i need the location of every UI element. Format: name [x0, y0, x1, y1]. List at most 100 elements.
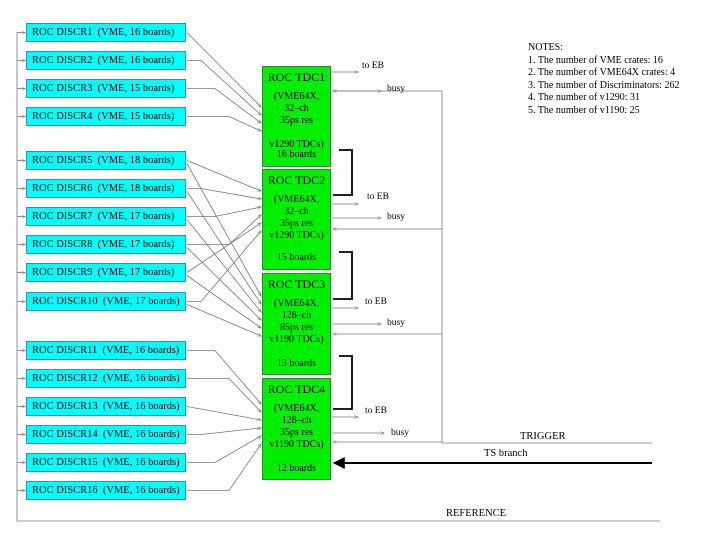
notes-panel: NOTES: 1. The number of VME crates: 16 2… — [528, 42, 679, 118]
tdc-title: ROC TDC3 — [267, 277, 326, 291]
discr-box-7: ROC DISCR7 (VME, 17 boards) — [26, 207, 186, 226]
discr-detail: (VME, 18 boards) — [97, 183, 175, 194]
discr-detail: (VME, 17 boards) — [97, 211, 175, 222]
discr-to-tdc-line — [186, 32, 262, 108]
discr-to-tdc-line — [187, 426, 263, 435]
discr-name: ROC DISCR12 — [32, 373, 98, 384]
tdc-boards: 13 boards — [276, 358, 317, 369]
reference-label: REFERENCE — [446, 508, 507, 519]
discr-box-1: ROC DISCR1 (VME, 16 boards) — [26, 23, 186, 42]
discr-name: ROC DISCR14 — [32, 429, 98, 440]
discr-detail: (VME, 15 boards) — [97, 83, 175, 94]
discr-name: ROC DISCR6 — [32, 183, 93, 194]
discr-detail: (VME, 16 boards) — [102, 373, 180, 384]
discr-detail: (VME, 16 boards) — [102, 345, 180, 356]
discr-to-tdc-line — [187, 435, 262, 463]
tdc-config: (VME64X, 128–ch 85ps res v1190 TDCs) — [269, 298, 324, 345]
discr-to-tdc-line — [186, 406, 263, 422]
discr-to-tdc-line — [187, 205, 263, 217]
discr-name: ROC DISCR5 — [32, 155, 93, 166]
tdc-boards: 15 boards — [276, 252, 317, 263]
discr-to-tdc-line — [186, 160, 262, 192]
discr-name: ROC DISCR8 — [32, 239, 93, 250]
discr-detail: (VME, 18 boards) — [97, 155, 175, 166]
discr-name: ROC DISCR2 — [32, 55, 93, 66]
to-eb-label-2: to EB — [367, 192, 389, 202]
tdc-title: ROC TDC2 — [267, 173, 326, 187]
discr-box-8: ROC DISCR8 (VME, 17 boards) — [26, 235, 186, 254]
discr-box-2: ROC DISCR2 (VME, 16 boards) — [26, 51, 186, 70]
discr-detail: (VME, 17 boards) — [102, 296, 180, 307]
tdc-config: (VME64X, 32–ch 35ps res v1290 TDCs) — [269, 194, 324, 241]
notes-item-5: 5. The number of v1190: 25 — [528, 104, 640, 116]
discr-box-9: ROC DISCR9 (VME, 17 boards) — [26, 263, 186, 282]
discr-box-4: ROC DISCR4 (VME, 15 boards) — [26, 107, 186, 126]
discr-box-15: ROC DISCR15 (VME, 16 boards) — [26, 453, 186, 472]
busy-label-2: busy — [387, 212, 405, 222]
discr-box-5: ROC DISCR5 (VME, 18 boards) — [26, 151, 186, 170]
notes-item-3: 3. The number of Discriminators: 262 — [528, 79, 680, 91]
tdc-title: ROC TDC4 — [267, 382, 326, 396]
discr-name: ROC DISCR15 — [32, 457, 98, 468]
ts-branch-label: TS branch — [484, 448, 528, 459]
discr-box-14: ROC DISCR14 (VME, 16 boards) — [26, 425, 186, 444]
tdc-box-4: ROC TDC4 (VME64X, 128–ch 35ps res v1190 … — [262, 378, 331, 480]
daisy-chain-line — [333, 355, 353, 410]
busy-label-3: busy — [387, 318, 405, 328]
discr-to-tdc-line — [187, 443, 262, 491]
discr-name: ROC DISCR16 — [32, 485, 98, 496]
discr-to-tdc-line — [187, 188, 263, 201]
busy-label-4: busy — [391, 428, 409, 438]
discr-to-tdc-line — [187, 378, 262, 413]
discr-detail: (VME, 16 boards) — [102, 401, 180, 412]
discr-box-16: ROC DISCR16 (VME, 16 boards) — [26, 481, 186, 500]
busy-label-1: busy — [387, 84, 405, 94]
discr-to-tdc3-line — [186, 304, 262, 337]
discr-detail: (VME, 16 boards) — [102, 457, 180, 468]
discr-box-11: ROC DISCR11 (VME, 16 boards) — [26, 341, 186, 360]
discr-name: ROC DISCR11 — [32, 345, 98, 356]
discr-box-10: ROC DISCR10 (VME, 17 boards) — [26, 292, 186, 311]
discr-detail: (VME, 16 boards) — [97, 55, 175, 66]
discr-to-tdc-line — [187, 230, 262, 302]
daisy-chain-line — [333, 251, 353, 300]
discr-to-tdc-line — [187, 88, 262, 124]
trigger-label: TRIGGER — [520, 431, 566, 442]
discr-to-tdc-line — [187, 350, 262, 405]
daisy-chain-line — [333, 149, 353, 196]
discr-name: ROC DISCR3 — [32, 83, 93, 94]
discr-to-tdc3-line — [186, 163, 262, 297]
to-eb-label-3: to EB — [365, 297, 387, 307]
discr-name: ROC DISCR4 — [32, 111, 93, 122]
discr-to-tdc3-line — [186, 191, 262, 305]
tdc-title: ROC TDC1 — [267, 70, 326, 84]
tdc-box-2: ROC TDC2 (VME64X, 32–ch 35ps res v1290 T… — [262, 169, 331, 270]
discr-name: ROC DISCR9 — [32, 267, 93, 278]
tdc-box-3: ROC TDC3 (VME64X, 128–ch 85ps res v1190 … — [262, 273, 331, 375]
discr-name: ROC DISCR10 — [32, 296, 98, 307]
discr-name: ROC DISCR1 — [32, 27, 93, 38]
discr-to-tdc-line — [187, 116, 262, 132]
tdc-box-1: ROC TDC1 (VME64X, 32–ch 35ps res v1290 T… — [262, 66, 331, 167]
discr-detail: (VME, 17 boards) — [97, 239, 175, 250]
discr-to-tdc3-line — [186, 247, 262, 321]
to-eb-label-1: to EB — [362, 61, 384, 71]
notes-item-1: 1. The number of VME crates: 16 — [528, 54, 663, 66]
tdc-config: (VME64X, 128–ch 35ps res v1190 TDCs) — [269, 403, 324, 450]
discr-box-13: ROC DISCR13 (VME, 16 boards) — [26, 397, 186, 416]
tdc-boards: 16 boards — [276, 149, 317, 160]
discr-box-3: ROC DISCR3 (VME, 15 boards) — [26, 79, 186, 98]
discr-detail: (VME, 15 boards) — [97, 111, 175, 122]
discr-detail: (VME, 16 boards) — [102, 429, 180, 440]
discr-name: ROC DISCR13 — [32, 401, 98, 412]
discr-to-tdc3-line — [186, 219, 262, 313]
discr-to-tdc3-line — [186, 275, 262, 329]
discr-box-6: ROC DISCR6 (VME, 18 boards) — [26, 179, 186, 198]
to-eb-label-4: to EB — [365, 406, 387, 416]
notes-item-2: 2. The number of VME64X crates: 4 — [528, 67, 676, 79]
discr-box-12: ROC DISCR12 (VME, 16 boards) — [26, 369, 186, 388]
discr-to-tdc-line — [187, 60, 262, 116]
discr-detail: (VME, 16 boards) — [102, 485, 180, 496]
notes-item-4: 4. The number of v1290: 31 — [528, 92, 641, 104]
